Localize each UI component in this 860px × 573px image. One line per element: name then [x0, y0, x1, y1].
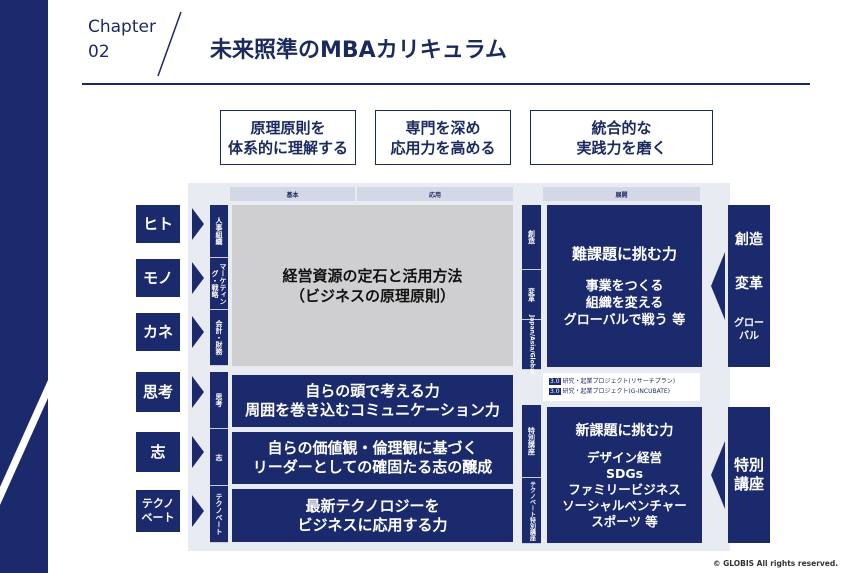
category-global: Japan/Asia/Global [522, 315, 541, 374]
category-creation: 創造 [522, 205, 541, 270]
page-title: 未来照準のMBAカリキュラム [210, 38, 508, 63]
category-hr: 人事組織 [210, 205, 228, 258]
develop-box: 難課題に挑む力事業をつくる組織を変えるグローバルで戦う 等 [547, 205, 702, 367]
arrow-right-icon [192, 436, 204, 468]
category-technovate-special: テクノベート特別講座 [522, 478, 541, 544]
arrow-right-icon [192, 376, 204, 408]
arrow-right-icon [192, 262, 204, 294]
right-label-upper: 創造 変革 グロー バル [728, 205, 770, 367]
category-aspiration: 志 [210, 429, 228, 486]
left-label-money: カネ [136, 313, 180, 351]
category-thinking: 思考 [210, 372, 228, 429]
right-label-special: 特別 講座 [728, 407, 770, 543]
top-box-practice: 統合的な実践力を磨く [530, 110, 713, 165]
arrow-right-icon [192, 208, 204, 240]
arrow-right-icon [192, 495, 204, 527]
left-label-technovate: テクノ ベート [136, 490, 180, 532]
slash-divider [157, 11, 182, 77]
left-label-aspiration: 志 [136, 432, 180, 472]
category-accounting: 会計・財務 [210, 310, 228, 366]
technovate-box: 最新テクノロジーをビジネスに応用する力 [232, 489, 513, 542]
category-technovate: テクノベート [210, 486, 228, 543]
header-rule [82, 83, 810, 85]
arrow-left-icon [711, 441, 725, 509]
chapter-number: 02 [88, 42, 110, 62]
project-item: 3.0 研究・起業プロジェクト(リサーチプラン) [549, 378, 676, 385]
column-header-develop: 展開 [543, 187, 700, 201]
top-box-specialize: 専門を深め応用力を高める [375, 110, 511, 165]
aspiration-box: 自らの価値観・倫理観に基づくリーダーとしての確固たる志の醸成 [232, 432, 513, 484]
column-header-applied: 応用 [357, 187, 513, 201]
left-label-thinking: 思考 [136, 372, 180, 412]
diagonal-stripe [0, 380, 48, 505]
arrow-left-icon [711, 252, 725, 320]
project-item: 3.0 研究・起業プロジェクト(G-INCUBATE) [549, 388, 671, 395]
thinking-box: 自らの頭で考える力周囲を巻き込むコミュニケーション力 [232, 375, 513, 427]
column-header-basic: 基本 [230, 187, 355, 201]
top-box-principles: 原理原則を体系的に理解する [220, 110, 356, 165]
arrow-right-icon [192, 316, 204, 348]
category-transformation: 変革 [522, 270, 541, 320]
chapter-label: Chapter 02 [88, 15, 156, 65]
project-list: 3.0 研究・起業プロジェクト(リサーチプラン) 3.0 研究・起業プロジェクト… [543, 373, 700, 401]
copyright: © GLOBIS All rights reserved. [713, 559, 839, 568]
category-marketing: マーケティング・戦略 [210, 258, 228, 310]
fundamentals-overlay: 経営資源の定石と活用方法（ビジネスの原理原則） [232, 205, 513, 366]
chapter-text: Chapter [88, 17, 156, 37]
left-label-people: ヒト [136, 205, 180, 243]
category-special: 特別講座 [522, 405, 541, 478]
left-label-things: モノ [136, 259, 180, 297]
